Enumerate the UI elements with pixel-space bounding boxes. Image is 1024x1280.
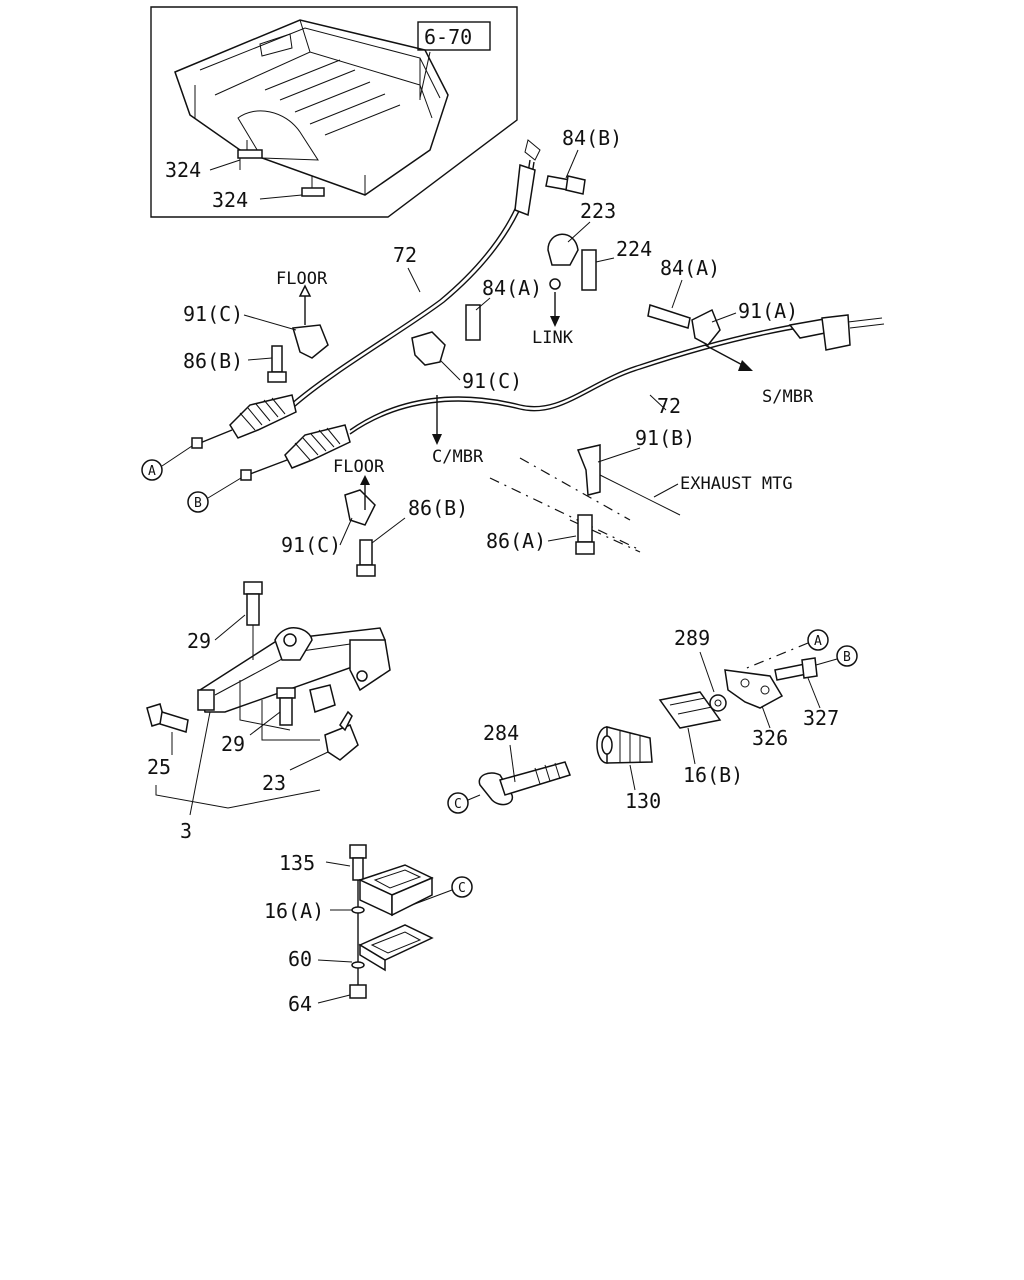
floor-panel-illustration	[174, 19, 449, 197]
marker-b-left: B	[187, 477, 242, 513]
part-label-16b: 16(B)	[683, 763, 743, 787]
ref-label-6-70: 6-70	[424, 25, 472, 49]
part-label-16a: 16(A)	[264, 899, 324, 923]
marker-a-left: A	[141, 445, 193, 481]
part-label-130: 130	[625, 789, 661, 813]
clamp-223	[547, 233, 579, 290]
parking-brake-lever-3	[197, 627, 391, 761]
svg-text:B: B	[843, 650, 851, 665]
part-label-91b: 91(B)	[635, 426, 695, 450]
part-label-25: 25	[147, 755, 171, 779]
marker-c-mount: C	[411, 876, 473, 906]
svg-text:A: A	[148, 464, 156, 479]
part-label-91c-mid: 91(C)	[462, 369, 522, 393]
bolt-29-lower	[276, 687, 296, 726]
part-label-91a: 91(A)	[738, 299, 798, 323]
brake-cable-72-lower	[240, 314, 885, 481]
part-label-289: 289	[674, 626, 710, 650]
part-label-86a: 86(A)	[486, 529, 546, 553]
part-label-224: 224	[616, 237, 652, 261]
nut-289	[709, 694, 727, 712]
bracket-line-3	[155, 785, 321, 809]
floor-clip-lower	[344, 475, 376, 577]
part-label-327: 327	[803, 706, 839, 730]
part-label-3: 3	[180, 819, 192, 843]
part-label-91c-lower: 91(C)	[281, 533, 341, 557]
bolt-224	[581, 249, 597, 291]
svg-text:A: A	[814, 634, 822, 649]
part-label-64: 64	[288, 992, 312, 1016]
note-floor-lower: FLOOR	[333, 457, 385, 477]
part-label-326: 326	[752, 726, 788, 750]
floor-clip-upper	[267, 284, 329, 383]
part-label-60: 60	[288, 947, 312, 971]
clip-16b	[658, 691, 722, 729]
bolt-327	[774, 657, 818, 681]
inset-frame	[150, 6, 518, 218]
part-label-223: 223	[580, 199, 616, 223]
brake-cable-72-upper	[191, 139, 541, 449]
part-label-72-right: 72	[657, 394, 681, 418]
clip-91a	[647, 304, 721, 346]
svg-text:B: B	[194, 496, 202, 511]
bolt-29-upper	[243, 581, 263, 660]
svg-text:C: C	[454, 797, 462, 812]
marker-c-handle: C	[447, 792, 481, 814]
marker-b-right: B	[815, 645, 858, 667]
note-link: LINK	[532, 328, 574, 348]
part-label-135: 135	[279, 851, 315, 875]
part-label-84a-right: 84(A)	[660, 256, 720, 280]
exhaust-mount-area	[489, 444, 681, 555]
note-c-mbr: C/MBR	[432, 447, 484, 467]
bolt-25	[146, 703, 189, 733]
svg-text:C: C	[458, 881, 466, 896]
handle-284	[478, 761, 571, 806]
clip-91c-mid	[411, 304, 481, 445]
bolt-84b	[545, 175, 586, 195]
part-label-284: 284	[483, 721, 519, 745]
part-label-86b-lower: 86(B)	[408, 496, 468, 520]
part-label-84a-mid: 84(A)	[482, 276, 542, 300]
bracket-326	[724, 669, 784, 709]
part-label-91c-upper: 91(C)	[183, 302, 243, 326]
part-label-72-upper: 72	[393, 243, 417, 267]
note-s-mbr: S/MBR	[762, 387, 814, 407]
part-label-84b: 84(B)	[562, 126, 622, 150]
part-label-29-lower: 29	[221, 732, 245, 756]
marker-a-right: A	[741, 629, 829, 671]
ref-box	[417, 21, 491, 51]
part-label-86b-upper: 86(B)	[183, 349, 243, 373]
note-exhaust-mtg: EXHAUST MTG	[680, 474, 793, 494]
boot-130	[596, 726, 653, 764]
part-label-23: 23	[262, 771, 286, 795]
floor-panel-inset: 6-70 324 324	[150, 6, 518, 218]
part-label-29-upper: 29	[187, 629, 211, 653]
part-label-324-lower: 324	[212, 188, 248, 212]
mount-stack	[349, 844, 434, 999]
part-label-324-upper: 324	[165, 158, 201, 182]
note-floor-upper: FLOOR	[276, 269, 328, 289]
